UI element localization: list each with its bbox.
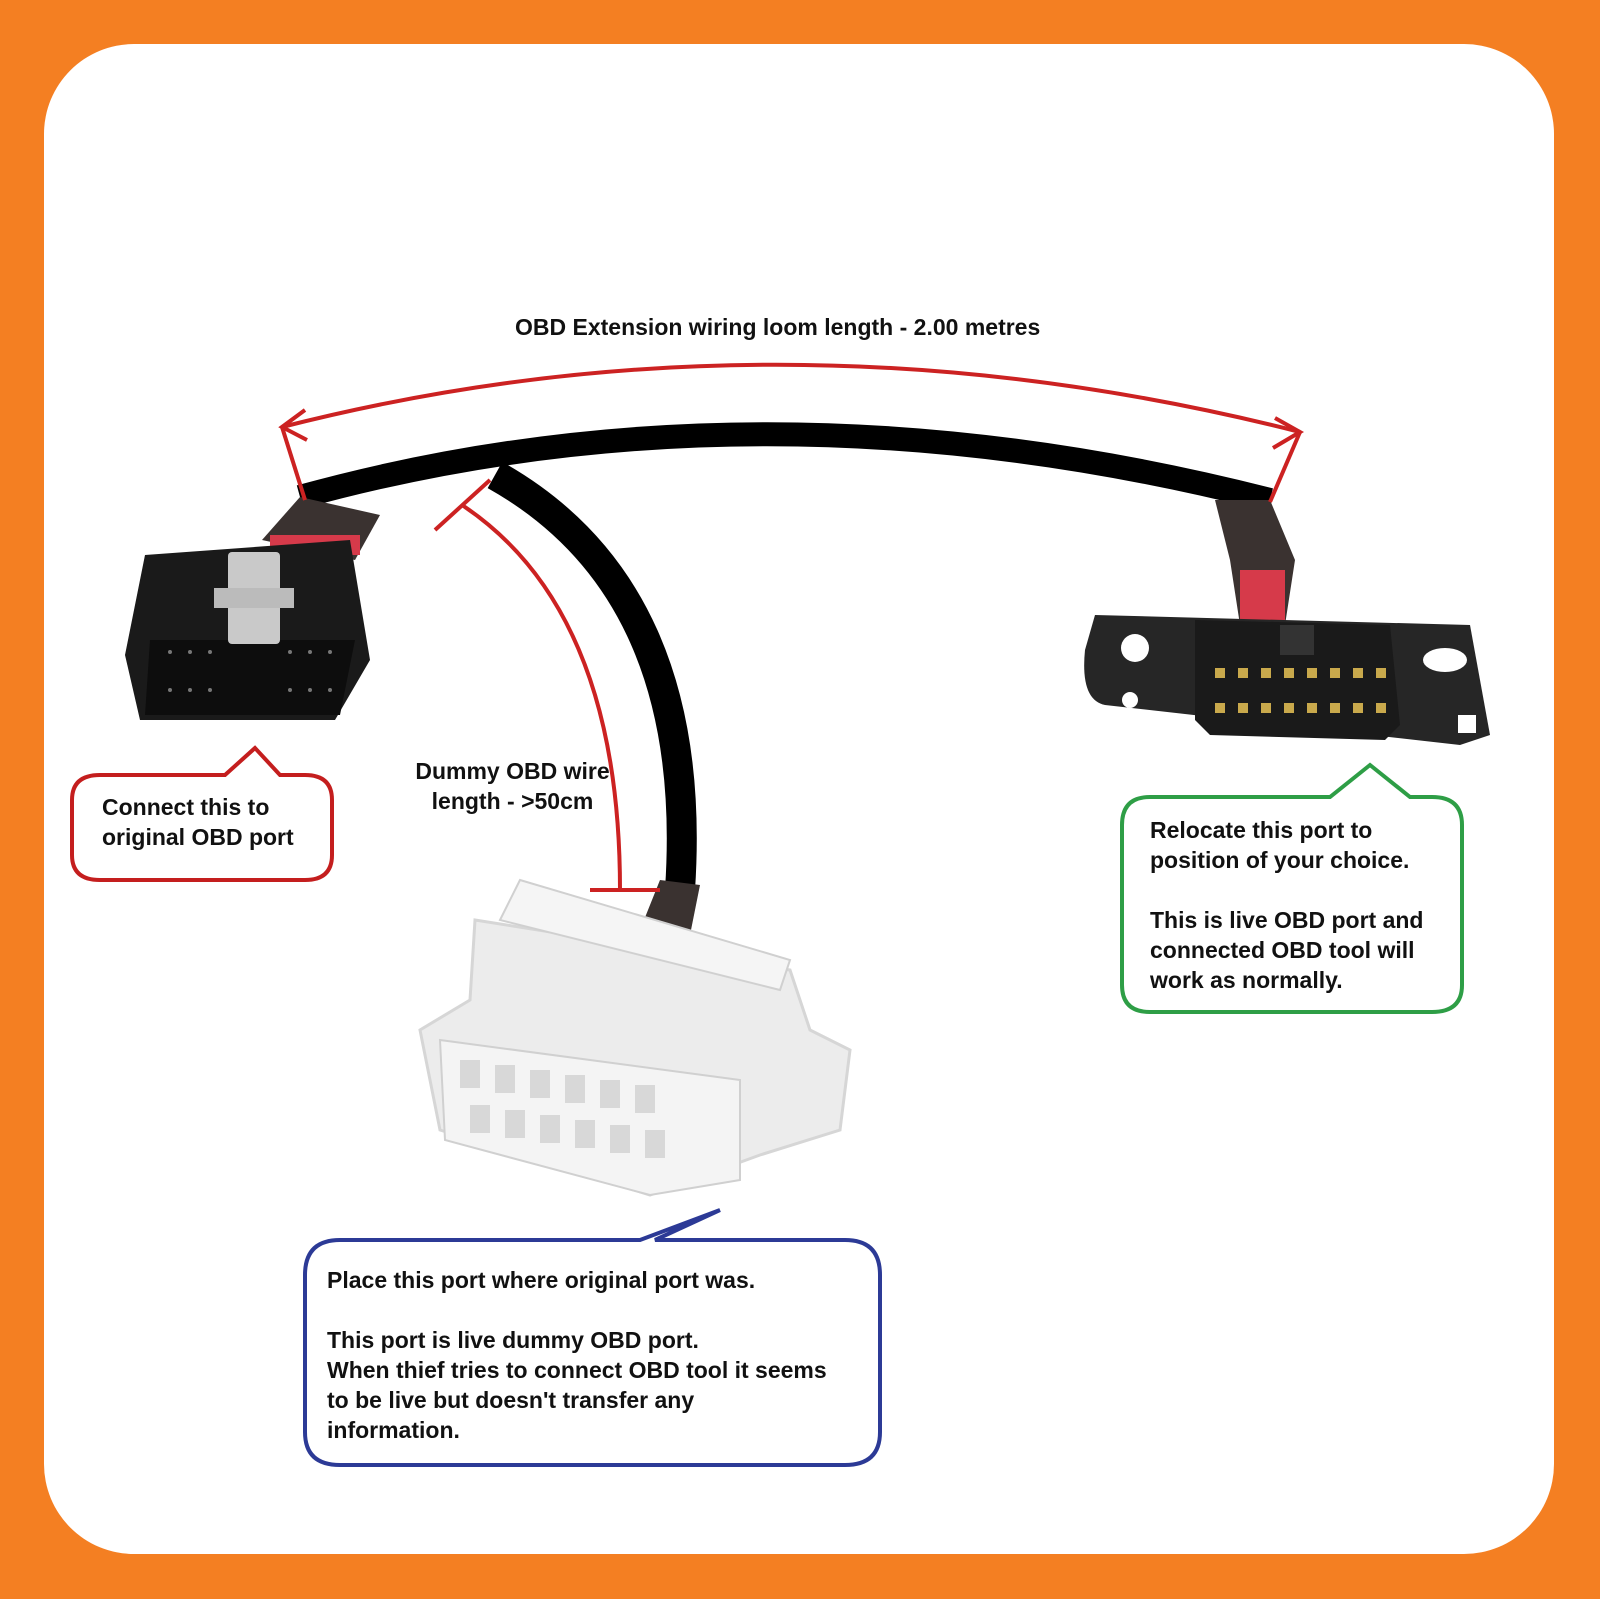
male-obd-connector-icon	[125, 540, 370, 720]
callout-relocate-text: Relocate this port to position of your c…	[1150, 815, 1423, 995]
callout-dummy-text: Place this port where original port was.…	[327, 1265, 827, 1445]
callout-relocate-p2-line1: This is live OBD port and	[1150, 907, 1424, 933]
callout-relocate-p1-line1: Relocate this port to	[1150, 817, 1373, 843]
dummy-wire-line1: Dummy OBD wire	[415, 758, 610, 784]
callout-relocate-p1-line2: position of your choice.	[1150, 847, 1410, 873]
dummy-branch-cable	[487, 461, 697, 891]
callout-relocate-p2-line2: connected OBD tool will	[1150, 937, 1415, 963]
callout-relocate-p2-line3: work as normally.	[1150, 967, 1343, 993]
dummy-wire-line2: length - >50cm	[431, 788, 594, 814]
callout-dummy-p2-line2: When thief tries to connect OBD tool it …	[327, 1357, 827, 1383]
callout-dummy-p2-line4: information.	[327, 1417, 460, 1443]
female-obd-port-icon	[1084, 615, 1490, 745]
callout-original-outline	[70, 745, 334, 882]
dummy-obd-port-icon	[418, 878, 852, 1197]
callout-relocate-outline	[1120, 762, 1464, 1014]
loom-length-label: OBD Extension wiring loom length - 2.00 …	[515, 314, 1041, 340]
main-loom-cable	[296, 422, 1273, 512]
callout-original-text: Connect this to original OBD port	[102, 792, 294, 852]
dummy-wire-dimension	[433, 478, 660, 892]
dummy-wire-label: Dummy OBD wire length - >50cm	[405, 756, 620, 816]
callout-original-line2: original OBD port	[102, 824, 294, 850]
callout-original-line1: Connect this to	[102, 794, 270, 820]
callout-dummy-p2-line1: This port is live dummy OBD port.	[327, 1327, 699, 1353]
loom-length-dimension	[278, 362, 1305, 503]
callout-dummy-outline	[303, 1208, 882, 1467]
callout-dummy-p1: Place this port where original port was.	[327, 1267, 756, 1293]
callout-dummy-p2-line3: to be live but doesn't transfer any	[327, 1387, 695, 1413]
